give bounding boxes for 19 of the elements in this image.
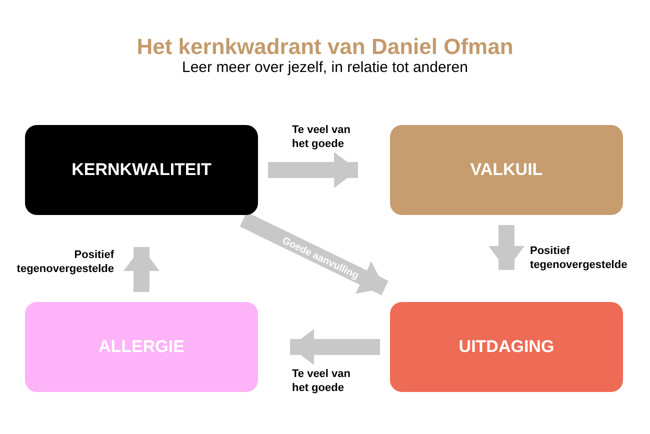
challenge-box: [390, 302, 623, 392]
block-arrow: [290, 329, 380, 365]
edge-label: Positief tegenovergestelde: [16, 248, 114, 276]
box-label: VALKUIL: [470, 159, 543, 182]
block-arrow: [240, 212, 388, 296]
block-arrow: [268, 152, 358, 188]
edge-label: Te veel van het goede: [292, 367, 352, 395]
block-arrow: [488, 225, 524, 270]
title: Het kernkwadrant van Daniel Ofman: [136, 33, 514, 61]
box-label: KERNKWALITEIT: [72, 159, 212, 182]
edge-label: Positief tegenovergestelde: [530, 244, 628, 272]
box-label: UITDAGING: [458, 336, 554, 358]
edge-label: Te veel van het goede: [292, 123, 352, 151]
pitfall-box: [390, 125, 623, 215]
box-label: ALLERGIE: [98, 336, 184, 358]
allergy-box: [25, 302, 258, 392]
core-quality-box: [25, 125, 258, 215]
block-arrow: [124, 247, 160, 292]
subtitle: Leer meer over jezelf, in relatie tot anderen: [182, 58, 468, 78]
